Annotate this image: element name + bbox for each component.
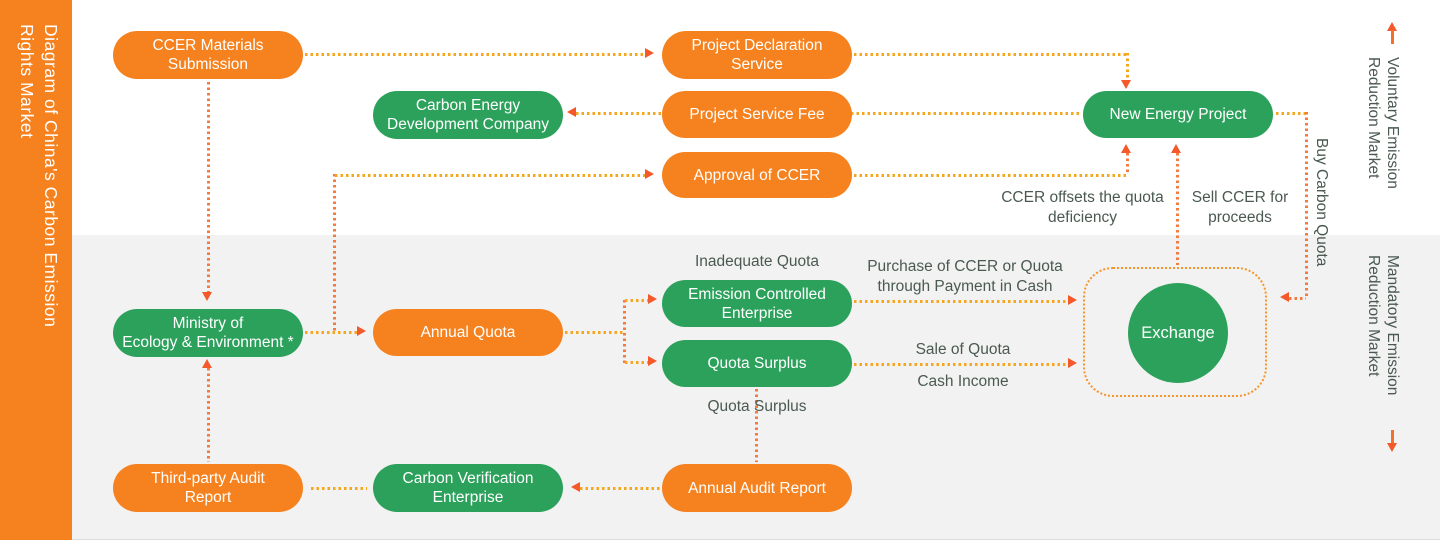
node-exchange: Exchange (1128, 283, 1228, 383)
node-carbon-energy-development-company: Carbon Energy Development Company (373, 91, 563, 139)
line-buy-quota-drop (1305, 112, 1308, 298)
node-ccer-materials-submission: CCER Materials Submission (113, 31, 303, 79)
line-sale (854, 363, 1068, 366)
arrowhead (567, 107, 576, 117)
node-project-declaration-service: Project Declaration Service (662, 31, 852, 79)
arrowhead (571, 482, 580, 492)
line-declaration-to-nep-drop (1126, 53, 1129, 80)
title-sidebar: Diagram of China's Carbon Emission Right… (0, 0, 72, 540)
label-quota-surplus: Quota Surplus (707, 398, 807, 415)
line-quota-split-vertical (623, 300, 626, 363)
exchange-container (1083, 267, 1267, 397)
label-inadequate-quota: Inadequate Quota (694, 253, 820, 270)
node-carbon-verification-enterprise: Carbon Verification Enterprise (373, 464, 563, 512)
node-annual-audit-report: Annual Audit Report (662, 464, 852, 512)
label-sale-of-quota: Sale of Quota (915, 341, 1011, 358)
voluntary-up-arrow-stem (1391, 30, 1394, 44)
label-sell-ccer: Sell CCER for proceeds (1191, 189, 1289, 226)
line-buy-quota-in (1289, 297, 1306, 300)
line-ministry-branch-up (333, 174, 336, 331)
arrowhead (202, 292, 212, 301)
line-quota-split-stem (565, 331, 625, 334)
arrowhead (648, 294, 657, 304)
node-emission-controlled-enterprise: Emission Controlled Enterprise (662, 280, 852, 327)
line-approval-to-nep (854, 174, 1128, 177)
label-voluntary-market: Voluntary Emission Reduction Market (1365, 57, 1401, 189)
arrowhead (1068, 358, 1077, 368)
node-third-party-audit-report: Third-party Audit Report (113, 464, 303, 512)
line-auditreport-to-verification (580, 487, 660, 490)
voluntary-up-arrow-head (1387, 22, 1397, 31)
line-sell-ccer (1176, 153, 1179, 265)
label-purchase-of-ccer: Purchase of CCER or Quota through Paymen… (867, 258, 1063, 295)
arrowhead (645, 48, 654, 58)
line-approval-to-nep-rise (1126, 153, 1129, 174)
label-cash-income: Cash Income (917, 373, 1009, 390)
node-approval-of-ccer: Approval of CCER (662, 152, 852, 198)
line-ministry-to-quota (305, 331, 357, 334)
line-quota-split-top (625, 299, 648, 302)
node-new-energy-project: New Energy Project (1083, 91, 1273, 138)
node-ministry-of-ecology: Ministry of Ecology & Environment * (113, 309, 303, 357)
node-project-service-fee: Project Service Fee (662, 91, 852, 138)
arrowhead (1068, 295, 1077, 305)
line-quota-split-bottom (625, 361, 648, 364)
mandatory-down-arrow-stem (1391, 430, 1394, 444)
mandatory-down-arrow-head (1387, 443, 1397, 452)
line-declaration-to-nep (854, 53, 1128, 56)
line-materials-to-ministry (207, 82, 210, 292)
label-buy-carbon-quota: Buy Carbon Quota (1313, 138, 1330, 267)
arrowhead (1121, 80, 1131, 89)
arrowhead (357, 326, 366, 336)
node-annual-quota: Annual Quota (373, 309, 563, 356)
label-ccer-offsets: CCER offsets the quota deficiency (1001, 189, 1164, 226)
line-buy-quota-top (1276, 112, 1307, 115)
arrowhead (1280, 292, 1289, 302)
line-verification-to-thirdparty (311, 487, 367, 490)
line-materials-to-declaration (305, 53, 645, 56)
arrowhead (1121, 144, 1131, 153)
arrowhead (1171, 144, 1181, 153)
line-surplus-to-audit (755, 389, 758, 462)
arrowhead (648, 356, 657, 366)
arrowhead (202, 359, 212, 368)
line-ministry-to-approval (335, 174, 645, 177)
label-mandatory-market: Mandatory Emission Reduction Market (1365, 255, 1401, 396)
diagram-title: Diagram of China's Carbon Emission Right… (17, 24, 61, 328)
line-audit-to-ministry (207, 368, 210, 462)
line-purchase (854, 300, 1068, 303)
node-quota-surplus: Quota Surplus (662, 340, 852, 387)
arrowhead (645, 169, 654, 179)
